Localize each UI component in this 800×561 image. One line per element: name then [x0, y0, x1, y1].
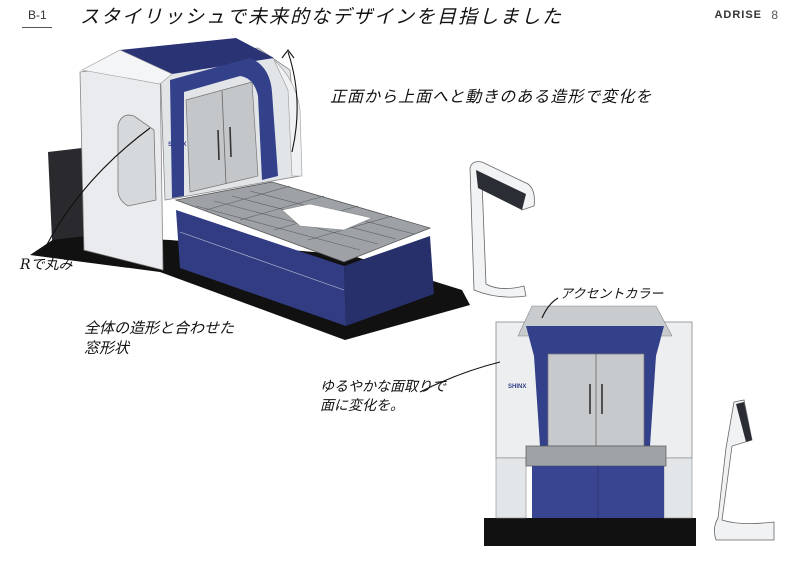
page-number: 8	[771, 8, 778, 22]
table-base-side	[344, 236, 434, 326]
window-shape-line1: 全体の造形と合わせた	[84, 319, 235, 337]
r-rounding-note: Rで丸み	[20, 257, 73, 273]
brand-name: ADRISE	[714, 9, 762, 21]
chamfer-line2: 面に変化を。	[320, 397, 404, 414]
door-frame-accent	[170, 58, 278, 198]
leader-accent	[541, 297, 559, 319]
leader-r	[43, 127, 151, 251]
window-shape-note: 全体の造形と合わせた 窓形状	[84, 318, 234, 359]
table-base-front	[176, 210, 346, 326]
front-to-top-note: 正面から上面へと動きのある造形で変化を	[330, 87, 653, 106]
window-shape-line2: 窓形状	[84, 339, 130, 358]
front-logo: SHINX	[508, 384, 526, 390]
chamfer-line1: ゆるやかな面取りで	[320, 379, 446, 395]
section-code: B-1	[28, 8, 47, 22]
accent-color-note: アクセントカラー	[560, 287, 664, 302]
design-goal-note: スタイリッシュで未来的なデザインを目指しました	[80, 6, 564, 28]
side-window	[117, 114, 157, 207]
chamfer-note: ゆるやかな面取りで 面に変化を。	[320, 378, 446, 416]
front-base	[484, 518, 696, 546]
perspective-machine: SHINX	[30, 38, 535, 340]
annotation-lines	[43, 49, 559, 393]
arrow-top	[287, 51, 298, 153]
front-doors	[185, 81, 259, 193]
roof	[81, 49, 173, 85]
rear-motor	[48, 148, 86, 240]
front-table	[525, 445, 667, 467]
section-underline	[22, 27, 52, 28]
top-accent	[120, 38, 274, 74]
front-view-machine: SHINX	[484, 305, 775, 546]
front-control-stand	[714, 399, 775, 541]
perspective-logo: SHINX	[168, 142, 186, 148]
white-sheet	[281, 203, 373, 231]
front-accent-frame	[526, 326, 664, 446]
leader-gentle	[419, 361, 501, 393]
